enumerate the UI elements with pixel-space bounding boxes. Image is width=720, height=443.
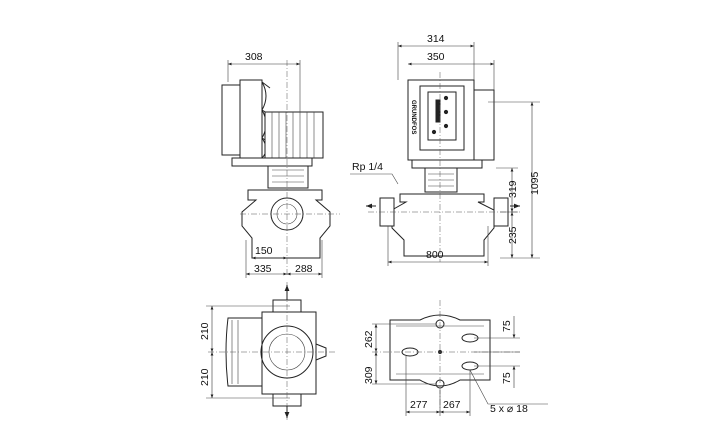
- dim-front-335: 335: [254, 263, 272, 275]
- dim-side-1095: 1095: [529, 171, 541, 195]
- dim-top-210-upper: 210: [199, 322, 211, 340]
- side-pump-housing: [391, 193, 495, 257]
- dim-side-800: 800: [426, 249, 444, 261]
- dim-front-150: 150: [255, 245, 273, 257]
- base-view: 262 309 277 267 75 75 5 x ⌀ 18: [363, 300, 548, 416]
- motor-terminal-box: [221, 84, 243, 156]
- dim-side-350: 350: [427, 51, 445, 63]
- motor-fins: [264, 111, 324, 159]
- dim-base-267: 267: [443, 399, 461, 411]
- dim-front-288: 288: [295, 263, 313, 275]
- coupling: [267, 165, 309, 189]
- dim-side-314: 314: [427, 33, 445, 45]
- front-view: 308 150 335 288: [221, 51, 340, 278]
- dim-side-235: 235: [507, 226, 519, 244]
- side-view: GRUNDFOS Rp 1/4 314 350 1095 319 235 800: [350, 33, 541, 266]
- dim-base-277: 277: [410, 399, 428, 411]
- holes-note: 5 x ⌀ 18: [490, 403, 528, 415]
- port-label: Rp 1/4: [352, 161, 383, 173]
- dim-base-262: 262: [363, 330, 375, 348]
- control-panel: [427, 91, 457, 141]
- top-view: 210 210: [199, 282, 336, 420]
- dim-front-308: 308: [245, 51, 263, 63]
- dim-side-319: 319: [507, 180, 519, 198]
- dim-base-309: 309: [363, 366, 375, 384]
- dim-base-75-upper: 75: [501, 320, 513, 332]
- dim-top-210-lower: 210: [199, 368, 211, 386]
- dim-base-75-lower: 75: [501, 372, 513, 384]
- svg-text:GRUNDFOS: GRUNDFOS: [410, 100, 416, 134]
